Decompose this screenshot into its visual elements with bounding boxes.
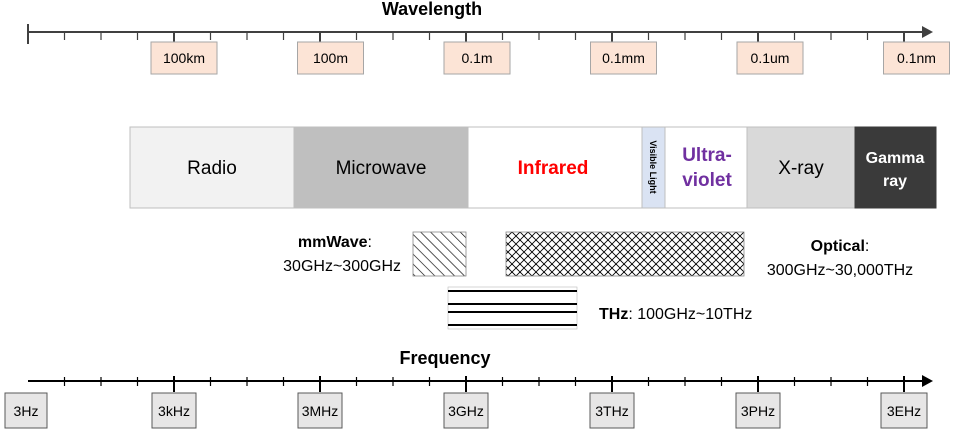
optical-range: 300GHz~30,000THz (767, 262, 913, 279)
frequency-label: 3MHz (302, 403, 339, 419)
band-ultraviolet (664, 126, 748, 209)
frequency-label-box (735, 392, 781, 429)
band-xray-label: X-ray (778, 158, 824, 179)
wavelength-axis: 100km 100m 0.1m 0.1mm 0.1um 0.1nm (27, 24, 950, 75)
band-ultraviolet-label-2: violet (682, 170, 732, 191)
mmwave-range-box (412, 231, 467, 277)
wavelength-ticks (63, 32, 905, 42)
thz-range-box (447, 286, 578, 330)
wavelength-label-box (297, 41, 364, 75)
frequency-label-box (880, 392, 928, 429)
wavelength-label-box (736, 41, 804, 75)
frequency-labels: 3Hz 3kHz 3MHz 3GHz 3THz 3PHz 3EHz (4, 392, 928, 429)
frequency-label-box (297, 392, 343, 429)
wavelength-label-box (883, 41, 950, 75)
band-xray (746, 126, 856, 209)
band-microwave (293, 126, 469, 209)
frequency-axis-arrow (922, 375, 933, 387)
wavelength-label: 0.1nm (897, 50, 936, 66)
frequency-ticks (63, 376, 905, 392)
wavelength-labels: 100km 100m 0.1m 0.1mm 0.1um 0.1nm (150, 41, 950, 75)
frequency-label: 3kHz (158, 403, 190, 419)
wavelength-label: 0.1um (751, 50, 790, 66)
band-gamma-label-2: ray (883, 173, 907, 190)
thz-label: THz: 100GHz~10THz (599, 306, 752, 323)
band-gamma (854, 126, 937, 209)
band-radio-label: Radio (187, 158, 237, 179)
mmwave-range: 30GHz~300GHz (283, 258, 401, 275)
wavelength-label-box (443, 41, 511, 75)
wavelength-title: Wavelength (382, 0, 482, 19)
frequency-label: 3EHz (887, 403, 921, 419)
frequency-label: 3Hz (14, 403, 39, 419)
band-infrared (467, 126, 643, 209)
band-visible-label: Visible Light (648, 140, 658, 193)
band-gamma-label-1: Gamma (866, 150, 925, 167)
band-infrared-label: Infrared (518, 158, 589, 179)
wavelength-label-box (150, 41, 218, 75)
frequency-label-box (589, 392, 635, 429)
spectrum-band: Radio Microwave Infrared Visible Light U… (129, 126, 937, 209)
frequency-label: 3PHz (741, 403, 775, 419)
frequency-label-box (443, 392, 489, 429)
wavelength-label-box (590, 41, 657, 75)
wavelength-label: 0.1m (461, 50, 492, 66)
band-radio (129, 126, 295, 209)
frequency-label: 3GHz (448, 403, 484, 419)
wavelength-label: 100km (163, 50, 205, 66)
wavelength-label: 100m (313, 50, 348, 66)
frequency-label-box (151, 392, 197, 429)
frequency-title: Frequency (399, 348, 490, 368)
optical-label: Optical: (811, 238, 870, 255)
band-ultraviolet-label-1: Ultra- (682, 145, 732, 166)
wavelength-axis-arrow (922, 26, 933, 38)
mmwave-label: mmWave: (298, 234, 372, 251)
frequency-label-box (4, 392, 48, 429)
wavelength-label: 0.1mm (602, 50, 645, 66)
frequency-label: 3THz (595, 403, 628, 419)
band-microwave-label: Microwave (336, 158, 427, 179)
optical-range-box (505, 231, 745, 277)
frequency-axis: 3Hz 3kHz 3MHz 3GHz 3THz 3PHz 3EHz (4, 375, 933, 429)
